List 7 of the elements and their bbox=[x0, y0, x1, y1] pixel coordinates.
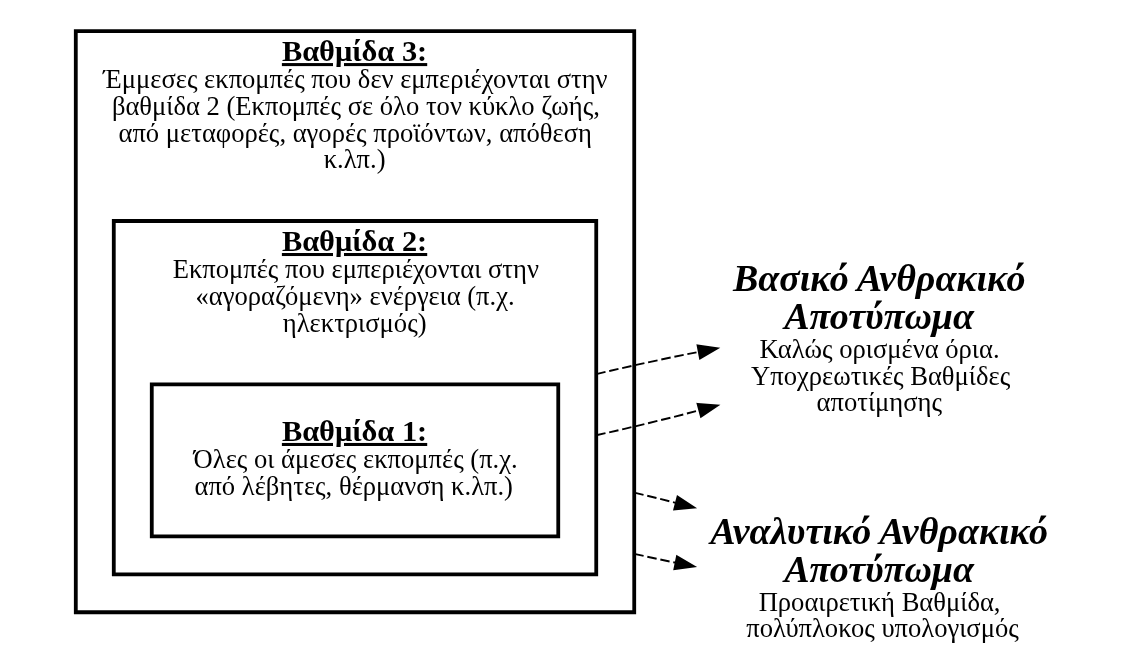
arrow bbox=[595, 344, 721, 376]
node-text: Βασικό Ανθρακικό Αποτύπωμα Καλώς ορισμένα όρια. Υποχρεωτικές Βαθμίδες αποτίμησης bbox=[733, 257, 1026, 418]
arrow bbox=[633, 552, 698, 571]
node-text: Αναλυτικό Ανθρακικό Αποτύπωμα Προαιρετική Βαθμίδα, πολύπλοκος υπολογισμός bbox=[710, 509, 1048, 644]
node-box: Βαθμίδα 1: Όλες οι άμεσες εκπομπές (π.χ. από λέβητες, θέρμανση κ.λπ.) bbox=[149, 382, 561, 539]
arrow bbox=[633, 491, 698, 511]
arrow bbox=[595, 402, 721, 437]
